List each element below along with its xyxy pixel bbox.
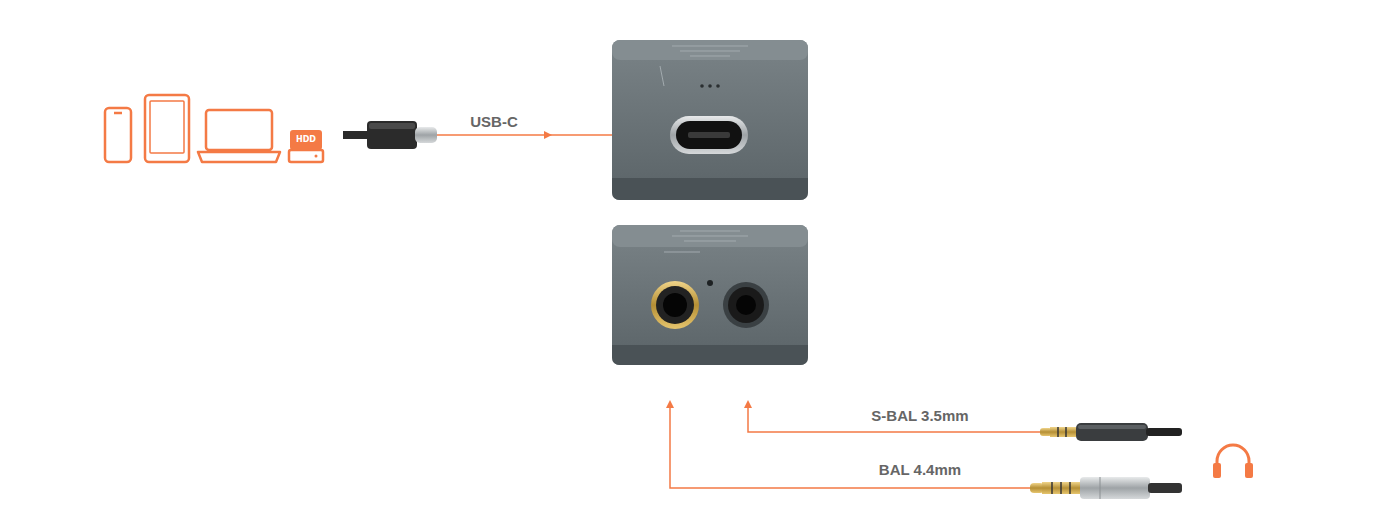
- plug-highlight: [369, 123, 415, 129]
- jack-4-4mm-hole: [663, 293, 687, 317]
- usb-c-port: [676, 121, 742, 149]
- plug-3-5mm: [1040, 423, 1182, 441]
- device-top-face: [612, 40, 808, 60]
- sbal35-wire: [748, 402, 1040, 432]
- device-body: [612, 225, 808, 365]
- dac-audio-end: [612, 225, 808, 365]
- led-dot: [700, 84, 704, 88]
- usb-c-tongue: [688, 132, 730, 138]
- arrow-head: [666, 400, 674, 408]
- laptop-screen: [206, 110, 272, 150]
- plug-metal: [415, 127, 437, 143]
- led-dot: [716, 84, 720, 88]
- cable-wire: [343, 131, 369, 139]
- dac-usb-end: [612, 40, 808, 200]
- phone-icon: [105, 108, 131, 162]
- tablet-icon: [145, 95, 189, 162]
- jack-4-4mm-rim: [651, 281, 699, 329]
- signal-lines: [437, 135, 1040, 488]
- tablet-screen: [150, 101, 184, 153]
- usb-c-port-rim: [670, 116, 748, 154]
- engraving: [664, 231, 748, 252]
- led-dot: [708, 84, 712, 88]
- device-bevel: [612, 178, 808, 200]
- jack-3-5mm-rim: [723, 282, 769, 328]
- device-bevel: [612, 345, 808, 365]
- jack-4-4mm: [656, 286, 694, 324]
- hdd-base: [289, 150, 323, 162]
- hdd-icon: HDD: [290, 130, 322, 150]
- connector-label: BAL 4.4mm: [876, 461, 964, 479]
- phone-speaker: [114, 112, 122, 115]
- usb-c-cable: [343, 121, 437, 149]
- line-label: USB-C: [467, 113, 521, 131]
- arrow-head: [544, 131, 552, 139]
- device-top-face: [612, 225, 808, 247]
- jack-3-5mm: [728, 287, 764, 323]
- plug-4-4mm: [1030, 477, 1182, 499]
- bal44-wire: [670, 402, 1030, 488]
- device-body: [612, 40, 808, 200]
- engraving: [660, 46, 748, 86]
- connector-label: S-BAL 3.5mm: [868, 407, 971, 425]
- hdd-led: [315, 155, 318, 158]
- laptop-base: [198, 152, 280, 162]
- arrow-head: [744, 400, 752, 408]
- jack-3-5mm-hole: [736, 295, 756, 315]
- headphone-icon: [1213, 445, 1253, 478]
- source-devices: [105, 95, 323, 162]
- node-label: HDD: [296, 136, 316, 144]
- mic-hole: [707, 280, 713, 286]
- plug-body: [367, 121, 417, 149]
